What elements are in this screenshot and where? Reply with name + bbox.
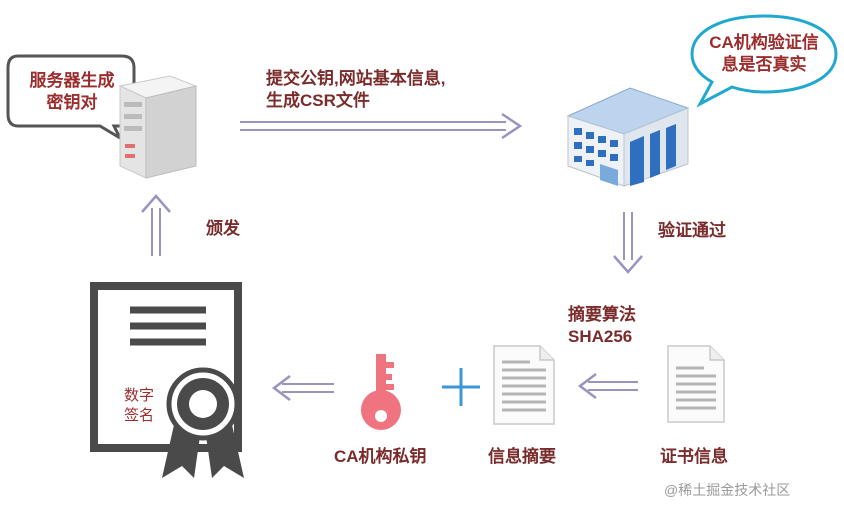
submit-csr-line1: 提交公钥,网站基本信息, <box>266 69 446 88</box>
arrow-down-verified <box>613 212 643 274</box>
server-bubble-line2: 密钥对 <box>46 93 98 112</box>
arrow-left-to-certificate <box>271 375 334 401</box>
server-bubble-text: 服务器生成 密钥对 <box>10 70 134 114</box>
info-digest-label: 信息摘要 <box>488 447 556 466</box>
server-bubble-line1: 服务器生成 <box>29 71 115 90</box>
arrow-right-to-ca <box>240 112 523 140</box>
arrow-left-to-digest <box>577 373 638 399</box>
private-key-icon <box>361 354 401 430</box>
ca-building-icon <box>566 87 690 187</box>
ca-private-key-label: CA机构私钥 <box>334 447 427 466</box>
hash-algorithm-name: 摘要算法 <box>568 305 636 324</box>
digital-signature-line1: 数字 <box>124 387 155 404</box>
verified-label: 验证通过 <box>658 221 726 240</box>
plus-icon <box>442 368 480 406</box>
submit-csr-line2: 生成CSR文件 <box>266 91 370 110</box>
server-speech-bubble <box>6 54 136 142</box>
cert-info-document-icon <box>667 345 725 423</box>
info-digest-document-icon <box>493 345 555 425</box>
ca-bubble-line2: 息是否真实 <box>721 55 807 74</box>
hash-algorithm-label: 摘要算法 SHA256 <box>568 304 636 348</box>
digital-signature-line2: 签名 <box>124 407 155 424</box>
digital-signature-text: 数字 签名 <box>124 386 154 426</box>
issue-label: 颁发 <box>206 219 240 238</box>
certificate-icon <box>90 282 244 478</box>
cert-info-label: 证书信息 <box>660 447 728 466</box>
arrow-up-issue <box>141 194 171 256</box>
hash-algorithm-value: SHA256 <box>568 327 633 346</box>
submit-csr-label: 提交公钥,网站基本信息, 生成CSR文件 <box>266 68 445 112</box>
ca-speech-bubble <box>690 14 838 108</box>
watermark-text: @稀土掘金技术社区 <box>664 482 791 498</box>
server-icon <box>118 75 198 179</box>
ca-bubble-text: CA机构验证信 息是否真实 <box>694 32 834 76</box>
ca-bubble-line1: CA机构验证信 <box>709 33 819 52</box>
